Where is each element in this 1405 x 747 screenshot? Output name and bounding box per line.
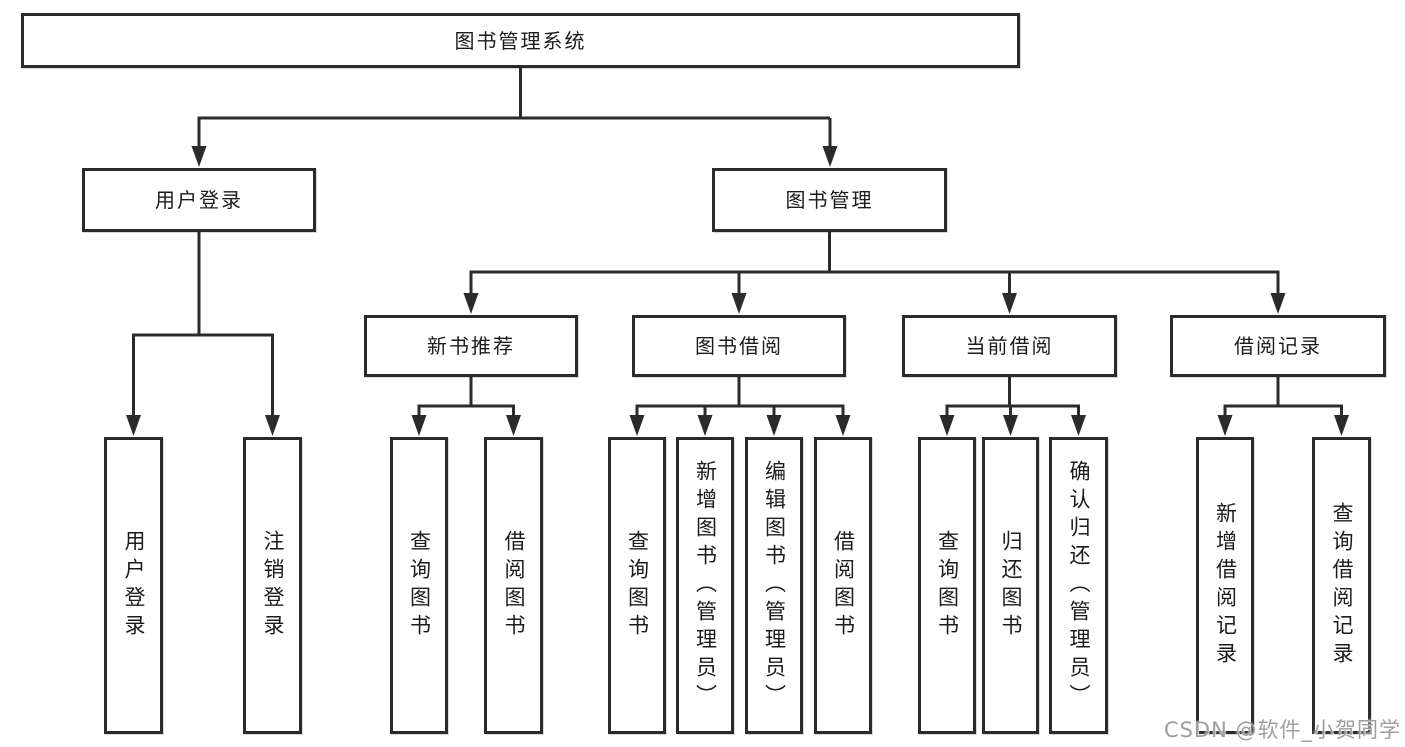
arrowhead xyxy=(506,415,521,436)
leaf-label: 编辑图书（管理员） xyxy=(762,459,787,712)
leaf-label: 注销登录 xyxy=(261,529,285,642)
leaf-user-login: 用户登录 xyxy=(104,437,163,734)
node-root-system: 图书管理系统 xyxy=(21,13,1020,68)
leaf-add-book-admin: 新增图书（管理员） xyxy=(676,437,734,734)
leaf-label: 查询图书 xyxy=(935,529,960,642)
arrowhead xyxy=(731,293,747,314)
leaf-confirm-return-admin: 确认归还（管理员） xyxy=(1049,437,1108,734)
node-label: 图书借阅 xyxy=(695,334,783,358)
arrowhead xyxy=(822,146,838,167)
arrowhead xyxy=(1003,415,1018,436)
arrowhead xyxy=(265,415,280,436)
node-label: 借阅记录 xyxy=(1234,334,1322,358)
arrowhead xyxy=(766,415,782,436)
leaf-add-borrow-record: 新增借阅记录 xyxy=(1196,437,1254,734)
leaf-query-books-borrow: 查询图书 xyxy=(608,437,666,734)
leaf-edit-book-admin: 编辑图书（管理员） xyxy=(745,437,803,734)
leaf-label: 新增借阅记录 xyxy=(1213,501,1238,670)
leaf-query-books-current: 查询图书 xyxy=(918,437,976,734)
node-current-borrowing: 当前借阅 xyxy=(902,315,1117,377)
arrowhead xyxy=(835,415,851,436)
leaf-logout: 注销登录 xyxy=(243,437,302,734)
leaf-label: 归还图书 xyxy=(999,529,1023,642)
leaf-query-borrow-record: 查询借阅记录 xyxy=(1312,437,1371,734)
node-label: 当前借阅 xyxy=(965,334,1054,358)
arrowhead xyxy=(1071,415,1086,436)
leaf-label: 确认归还（管理员） xyxy=(1067,459,1091,712)
arrowhead xyxy=(1334,415,1349,436)
leaf-label: 借阅图书 xyxy=(502,529,526,642)
csdn-watermark: CSDN @软件_小贺同学 xyxy=(1163,718,1401,742)
arrowhead xyxy=(1270,293,1286,314)
arrowheads xyxy=(126,146,1349,436)
arrowhead xyxy=(411,415,427,436)
arrowhead xyxy=(191,146,207,167)
leaf-borrow-books: 借阅图书 xyxy=(814,437,872,734)
node-book-management: 图书管理 xyxy=(712,168,947,232)
node-new-book-recommendation: 新书推荐 xyxy=(364,315,578,377)
leaf-label: 新增图书（管理员） xyxy=(693,459,718,712)
node-label: 图书管理 xyxy=(785,188,874,212)
leaf-label: 借阅图书 xyxy=(831,529,856,642)
arrowhead xyxy=(126,415,141,436)
node-label: 新书推荐 xyxy=(427,334,515,358)
node-borrowing-records: 借阅记录 xyxy=(1170,315,1386,377)
leaf-label: 用户登录 xyxy=(122,529,146,642)
arrowhead xyxy=(629,415,645,436)
connector-path xyxy=(132,68,1343,419)
leaf-query-books-recommend: 查询图书 xyxy=(390,437,448,734)
leaf-return-book: 归还图书 xyxy=(982,437,1039,734)
node-book-borrowing: 图书借阅 xyxy=(632,315,846,377)
arrowhead xyxy=(463,293,479,314)
node-label: 用户登录 xyxy=(155,188,243,212)
node-label: 图书管理系统 xyxy=(454,28,587,53)
arrowhead xyxy=(1002,293,1017,314)
node-user-login: 用户登录 xyxy=(82,168,316,232)
leaf-label: 查询图书 xyxy=(625,529,650,642)
arrowhead xyxy=(939,415,955,436)
leaf-borrow-books-recommend: 借阅图书 xyxy=(484,437,543,734)
arrowhead xyxy=(1217,415,1233,436)
leaf-label: 查询借阅记录 xyxy=(1330,501,1354,670)
arrowhead xyxy=(697,415,713,436)
leaf-label: 查询图书 xyxy=(407,529,432,642)
